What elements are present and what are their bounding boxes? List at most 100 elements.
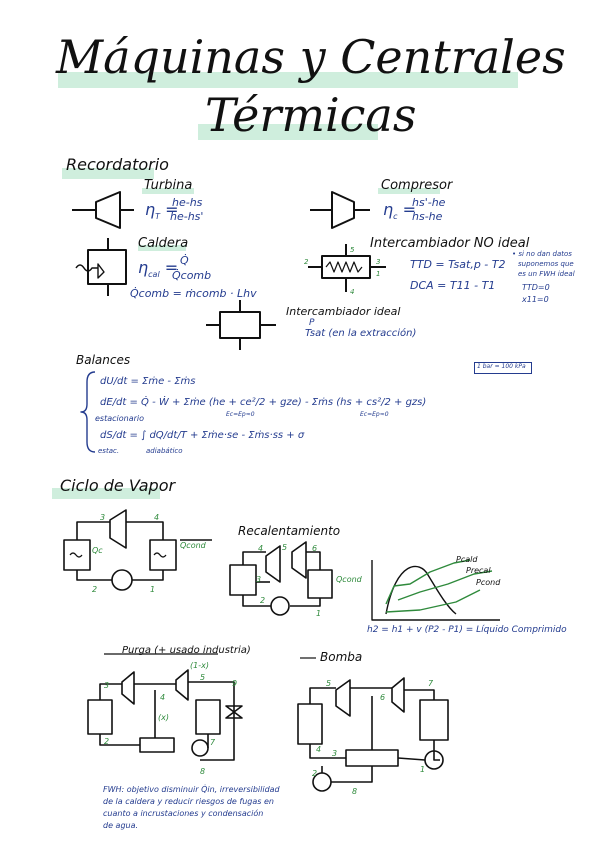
n-b-7: 7 (428, 679, 434, 688)
n-p-4: 4 (160, 693, 165, 702)
page-title-line2: Térmicas (205, 88, 417, 142)
estac-label: estac. (98, 447, 120, 455)
n-b-8: 8 (352, 787, 357, 796)
ideal-label: Intercambiador ideal (286, 305, 401, 318)
hx-port-2: 2 (304, 258, 309, 266)
n-p-2: 2 (104, 737, 109, 746)
ts-pcald: Pcald (456, 555, 478, 564)
note-line-3: es un FWH ideal (518, 270, 575, 278)
note-line-2: suponemos que (518, 260, 574, 268)
ciclo-heading: Ciclo de Vapor (60, 476, 176, 495)
caldera-den: Q̇comb (172, 269, 212, 282)
n-rh-1: 1 (316, 609, 321, 618)
n-p-3: 3 (104, 681, 109, 690)
n-base-3: 3 (100, 513, 105, 522)
n-base-qc: Qc (92, 546, 103, 555)
fwh-note-3: cuanto a incrustaciones y condensación (103, 809, 264, 818)
n-rh-3: 3 (256, 575, 261, 584)
fwh-note-2: de la caldera y reducir riesgos de fugas… (103, 797, 274, 806)
n-p-x: (x) (158, 713, 169, 722)
turbina-den: he-hs' (170, 210, 204, 223)
n-rh-6: 6 (312, 544, 317, 553)
ts-precal: Precal (466, 566, 491, 575)
n-rh-4: 4 (258, 544, 263, 553)
turbina-num: he-hs (172, 196, 203, 209)
n-base-2: 2 (92, 585, 97, 594)
turbina-highlight (142, 188, 194, 194)
title-highlight-2 (198, 124, 378, 140)
n-rh-2: 2 (260, 596, 265, 605)
eq-energy-note-2: Ec=Ep≈0 (360, 411, 389, 418)
recordatorio-heading: Recordatorio (66, 155, 169, 174)
note-line-5: x11=0 (522, 295, 549, 304)
pump-cycle-diagram (297, 677, 449, 792)
adiabatico-label: adiabático (146, 447, 183, 455)
heat-exchanger-nonideal (308, 244, 386, 292)
caldera-highlight (138, 245, 186, 251)
eq-mass: dU/dt = Σṁe - Σṁs (100, 376, 196, 387)
ts-diagram (371, 559, 500, 621)
purga-label: Purga (+ usado industria) (122, 645, 251, 656)
boiler-symbol (75, 238, 127, 296)
compressor-symbol (310, 191, 370, 229)
n-p-5: 5 (200, 673, 205, 682)
qcomb-formula: Q̇comb = ṁcomb · Lhv (130, 287, 257, 300)
turbina-eta: ηT = (145, 200, 179, 222)
compresor-den: hs-he (412, 210, 443, 223)
estacionario-label: estacionario (95, 414, 145, 423)
ideal-p: P (309, 318, 315, 328)
hx-port-3: 3 (376, 258, 380, 266)
purge-cycle-diagram (87, 669, 243, 761)
compresor-eta: ηc = (383, 200, 417, 222)
balances-heading: Balances (76, 353, 131, 367)
turbina-label: Turbina (144, 178, 193, 193)
bomba-label: Bomba (320, 650, 363, 664)
ts-pcond: Pcond (476, 578, 501, 587)
n-base-1: 1 (150, 585, 155, 594)
fwh-note-1: FWH: objetivo disminuir Q̇in, irreversib… (103, 785, 280, 794)
hx-port-1: 1 (376, 270, 380, 278)
note-line-1: • si no dan datos (512, 250, 572, 258)
n-rh-5: 5 (282, 543, 287, 552)
n-rh-qcond: Qcond (336, 575, 363, 584)
unit-text: 1 bar = 100 kPa (477, 363, 526, 370)
page-title-line1: Máquinas y Centrales (56, 30, 566, 84)
compresor-num: hs'-he (412, 196, 446, 209)
caldera-num: Q̇ (180, 254, 189, 267)
n-p-9: 9 (232, 679, 237, 688)
eq-energy-note-1: Ec=Ep≈0 (226, 411, 255, 418)
recalentamiento-label: Recalentamiento (238, 524, 341, 538)
unit-box (474, 362, 532, 374)
n-b-1: 1 (420, 765, 425, 774)
hx-port-4: 4 (350, 288, 354, 296)
intercambiador-label: Intercambiador NO ideal (370, 236, 530, 251)
caldera-eta: ηcal = (138, 258, 179, 280)
ideal-tsat: Tsat (en la extracción) (305, 328, 417, 339)
note-line-4: TTD=0 (522, 283, 550, 292)
hx-port-5: 5 (350, 246, 355, 254)
compresor-highlight (378, 188, 440, 194)
title-highlight-1 (58, 72, 518, 88)
n-b-5: 5 (326, 679, 331, 688)
turbine-symbol (72, 191, 134, 229)
ttd-formula: TTD = Tsat,p - T2 (410, 258, 506, 271)
n-base-qcond: Qcond (180, 541, 207, 550)
liquido-comprimido: h2 = h1 + v (P2 - P1) = Líquido Comprimi… (367, 625, 567, 635)
n-p-7: 7 (210, 738, 216, 747)
dca-formula: DCA = T11 - T1 (410, 279, 496, 292)
n-p-8: 8 (200, 767, 205, 776)
caldera-label: Caldera (138, 236, 189, 251)
n-b-2: 2 (312, 769, 317, 778)
reheat-cycle-diagram (229, 541, 333, 616)
n-base-4: 4 (154, 513, 159, 522)
n-p-1x: (1-x) (190, 661, 209, 670)
n-b-4: 4 (316, 745, 321, 754)
n-b-6: 6 (380, 693, 385, 702)
ciclo-highlight (52, 488, 160, 499)
compresor-label: Compresor (381, 178, 453, 193)
fwh-note-4: de agua. (103, 821, 139, 830)
eq-energy: dE/dt = Q̇ - Ẇ + Σṁe (he + ce²/2 + gze) … (100, 397, 427, 408)
eq-entropy: dS/dt = ∫ dQ/dt/T + Σṁe·se - Σṁs·ss + σ (100, 430, 305, 441)
